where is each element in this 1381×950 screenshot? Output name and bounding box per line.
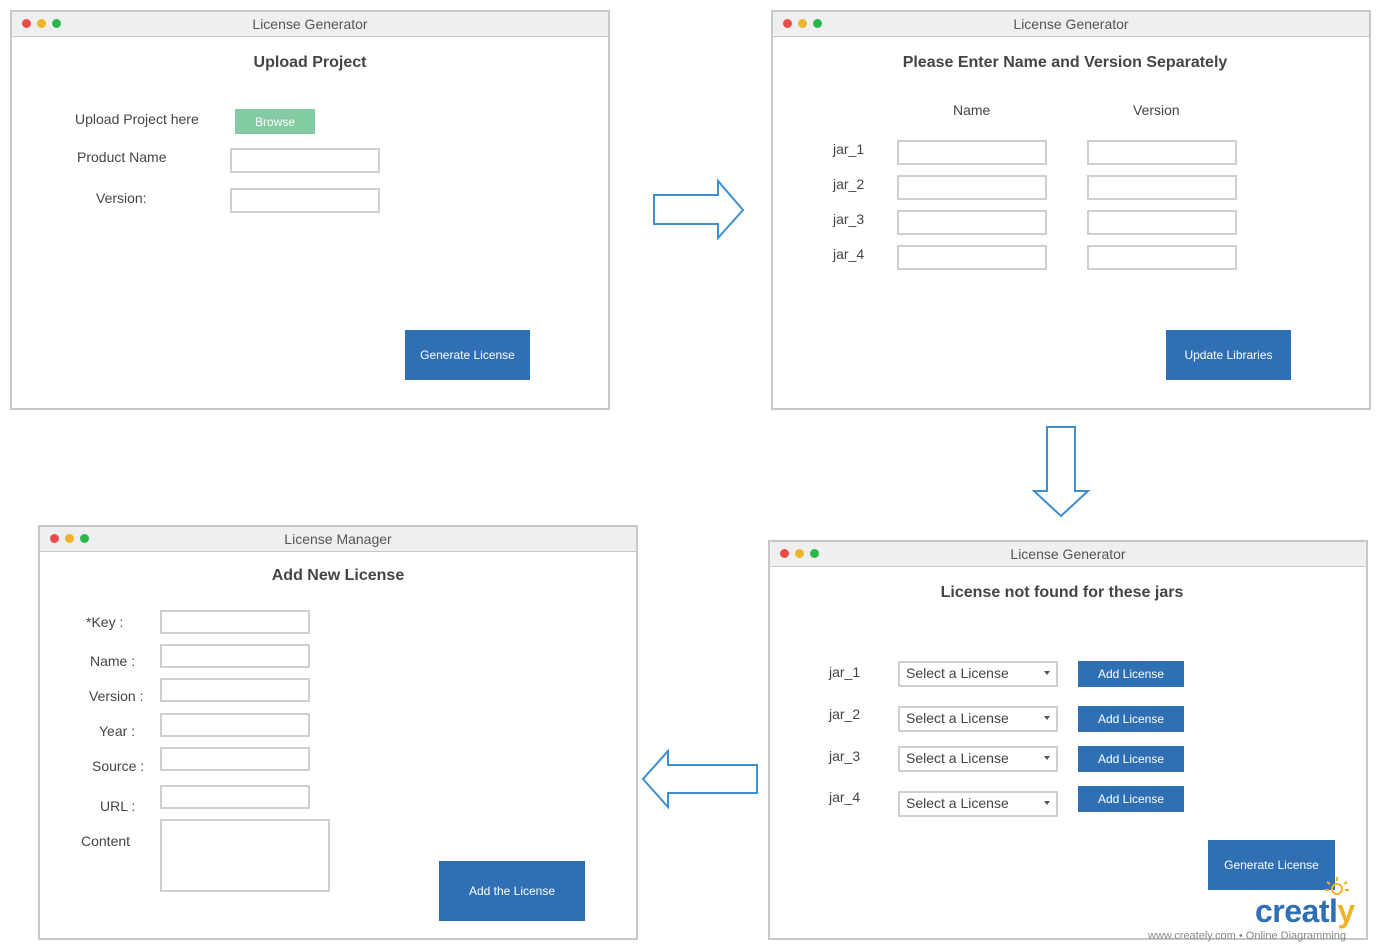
- titlebar: License Generator: [773, 12, 1369, 37]
- window-controls: [783, 19, 828, 43]
- window-title: License Generator: [1013, 16, 1129, 32]
- license-select[interactable]: Select a License: [898, 706, 1058, 732]
- page-heading: Add New License: [271, 567, 405, 584]
- window-controls: [50, 534, 95, 558]
- window-license-not-found: License Generator License not found for …: [768, 540, 1368, 940]
- url-label: URL :: [100, 798, 136, 814]
- jar-name-input[interactable]: [897, 175, 1047, 200]
- jar-label: jar_4: [829, 789, 861, 805]
- key-input[interactable]: [160, 610, 310, 634]
- creately-logo: creatly: [1255, 893, 1355, 930]
- license-select-value: Select a License: [906, 795, 1009, 811]
- version-input[interactable]: [160, 678, 310, 702]
- minimize-dot-icon[interactable]: [37, 19, 46, 28]
- arrow-down-icon: [1031, 426, 1091, 518]
- jar-name-input[interactable]: [897, 210, 1047, 235]
- product-name-label: Product Name: [77, 149, 167, 165]
- window-title: License Generator: [1010, 546, 1126, 562]
- titlebar: License Generator: [12, 12, 608, 37]
- titlebar: License Generator: [770, 542, 1366, 567]
- license-select[interactable]: Select a License: [898, 791, 1058, 817]
- page-heading: Please Enter Name and Version Separately: [902, 54, 1228, 71]
- license-select[interactable]: Select a License: [898, 661, 1058, 687]
- license-select-value: Select a License: [906, 710, 1009, 726]
- version-input[interactable]: [230, 188, 380, 213]
- footer-credit: www.creately.com • Online Diagramming: [1148, 930, 1347, 942]
- add-license-button[interactable]: Add License: [1078, 746, 1184, 772]
- content-label: Content: [81, 833, 131, 849]
- chevron-down-icon: [1044, 801, 1050, 805]
- window-name-version: License Generator Please Enter Name and …: [771, 10, 1371, 410]
- version-label: Version:: [96, 190, 147, 206]
- source-label: Source :: [92, 758, 145, 774]
- logo-text-y: y: [1337, 893, 1355, 929]
- generate-license-button[interactable]: Generate License: [1208, 840, 1335, 890]
- version-label: Version :: [89, 688, 144, 704]
- generate-license-button[interactable]: Generate License: [405, 330, 530, 380]
- close-dot-icon[interactable]: [783, 19, 792, 28]
- license-select-value: Select a License: [906, 665, 1009, 681]
- update-libraries-button[interactable]: Update Libraries: [1166, 330, 1291, 380]
- key-label: *Key :: [86, 614, 124, 630]
- jar-label: jar_2: [833, 176, 865, 192]
- chevron-down-icon: [1044, 671, 1050, 675]
- window-upload-project: License Generator Upload Project Upload …: [10, 10, 610, 410]
- logo-text: creatl: [1255, 893, 1338, 929]
- lightbulb-icon: [1325, 877, 1349, 895]
- license-select[interactable]: Select a License: [898, 746, 1058, 772]
- close-dot-icon[interactable]: [50, 534, 59, 543]
- jar-version-input[interactable]: [1087, 140, 1237, 165]
- arrow-right-icon: [653, 178, 745, 241]
- page-heading: Upload Project: [253, 54, 367, 71]
- year-label: Year :: [99, 723, 136, 739]
- content-textarea[interactable]: [160, 819, 330, 892]
- arrow-left-icon: [641, 748, 758, 810]
- add-the-license-button[interactable]: Add the License: [439, 861, 585, 921]
- titlebar: License Manager: [40, 527, 636, 552]
- product-name-input[interactable]: [230, 148, 380, 173]
- window-license-manager: License Manager Add New License *Key : N…: [38, 525, 638, 940]
- minimize-dot-icon[interactable]: [795, 549, 804, 558]
- close-dot-icon[interactable]: [22, 19, 31, 28]
- maximize-dot-icon[interactable]: [80, 534, 89, 543]
- license-select-value: Select a License: [906, 750, 1009, 766]
- close-dot-icon[interactable]: [780, 549, 789, 558]
- maximize-dot-icon[interactable]: [810, 549, 819, 558]
- minimize-dot-icon[interactable]: [798, 19, 807, 28]
- jar-version-input[interactable]: [1087, 210, 1237, 235]
- jar-version-input[interactable]: [1087, 245, 1237, 270]
- maximize-dot-icon[interactable]: [813, 19, 822, 28]
- chevron-down-icon: [1044, 756, 1050, 760]
- chevron-down-icon: [1044, 716, 1050, 720]
- add-license-button[interactable]: Add License: [1078, 661, 1184, 687]
- name-label: Name :: [90, 653, 136, 669]
- year-input[interactable]: [160, 713, 310, 737]
- url-input[interactable]: [160, 785, 310, 809]
- column-header-name: Name: [953, 102, 991, 118]
- name-input[interactable]: [160, 644, 310, 668]
- window-controls: [780, 549, 825, 573]
- jar-label: jar_3: [833, 211, 865, 227]
- add-license-button[interactable]: Add License: [1078, 706, 1184, 732]
- jar-label: jar_3: [829, 748, 861, 764]
- add-license-button[interactable]: Add License: [1078, 786, 1184, 812]
- window-title: License Generator: [252, 16, 368, 32]
- source-input[interactable]: [160, 747, 310, 771]
- window-title: License Manager: [284, 531, 392, 547]
- jar-label: jar_1: [829, 664, 861, 680]
- jar-name-input[interactable]: [897, 245, 1047, 270]
- minimize-dot-icon[interactable]: [65, 534, 74, 543]
- page-heading: License not found for these jars: [940, 584, 1184, 601]
- jar-version-input[interactable]: [1087, 175, 1237, 200]
- column-header-version: Version: [1133, 102, 1180, 118]
- jar-label: jar_1: [833, 141, 865, 157]
- browse-button[interactable]: Browse: [235, 109, 315, 134]
- jar-label: jar_4: [833, 246, 865, 262]
- jar-name-input[interactable]: [897, 140, 1047, 165]
- maximize-dot-icon[interactable]: [52, 19, 61, 28]
- upload-label: Upload Project here: [75, 111, 199, 127]
- window-controls: [22, 19, 67, 43]
- jar-label: jar_2: [829, 706, 861, 722]
